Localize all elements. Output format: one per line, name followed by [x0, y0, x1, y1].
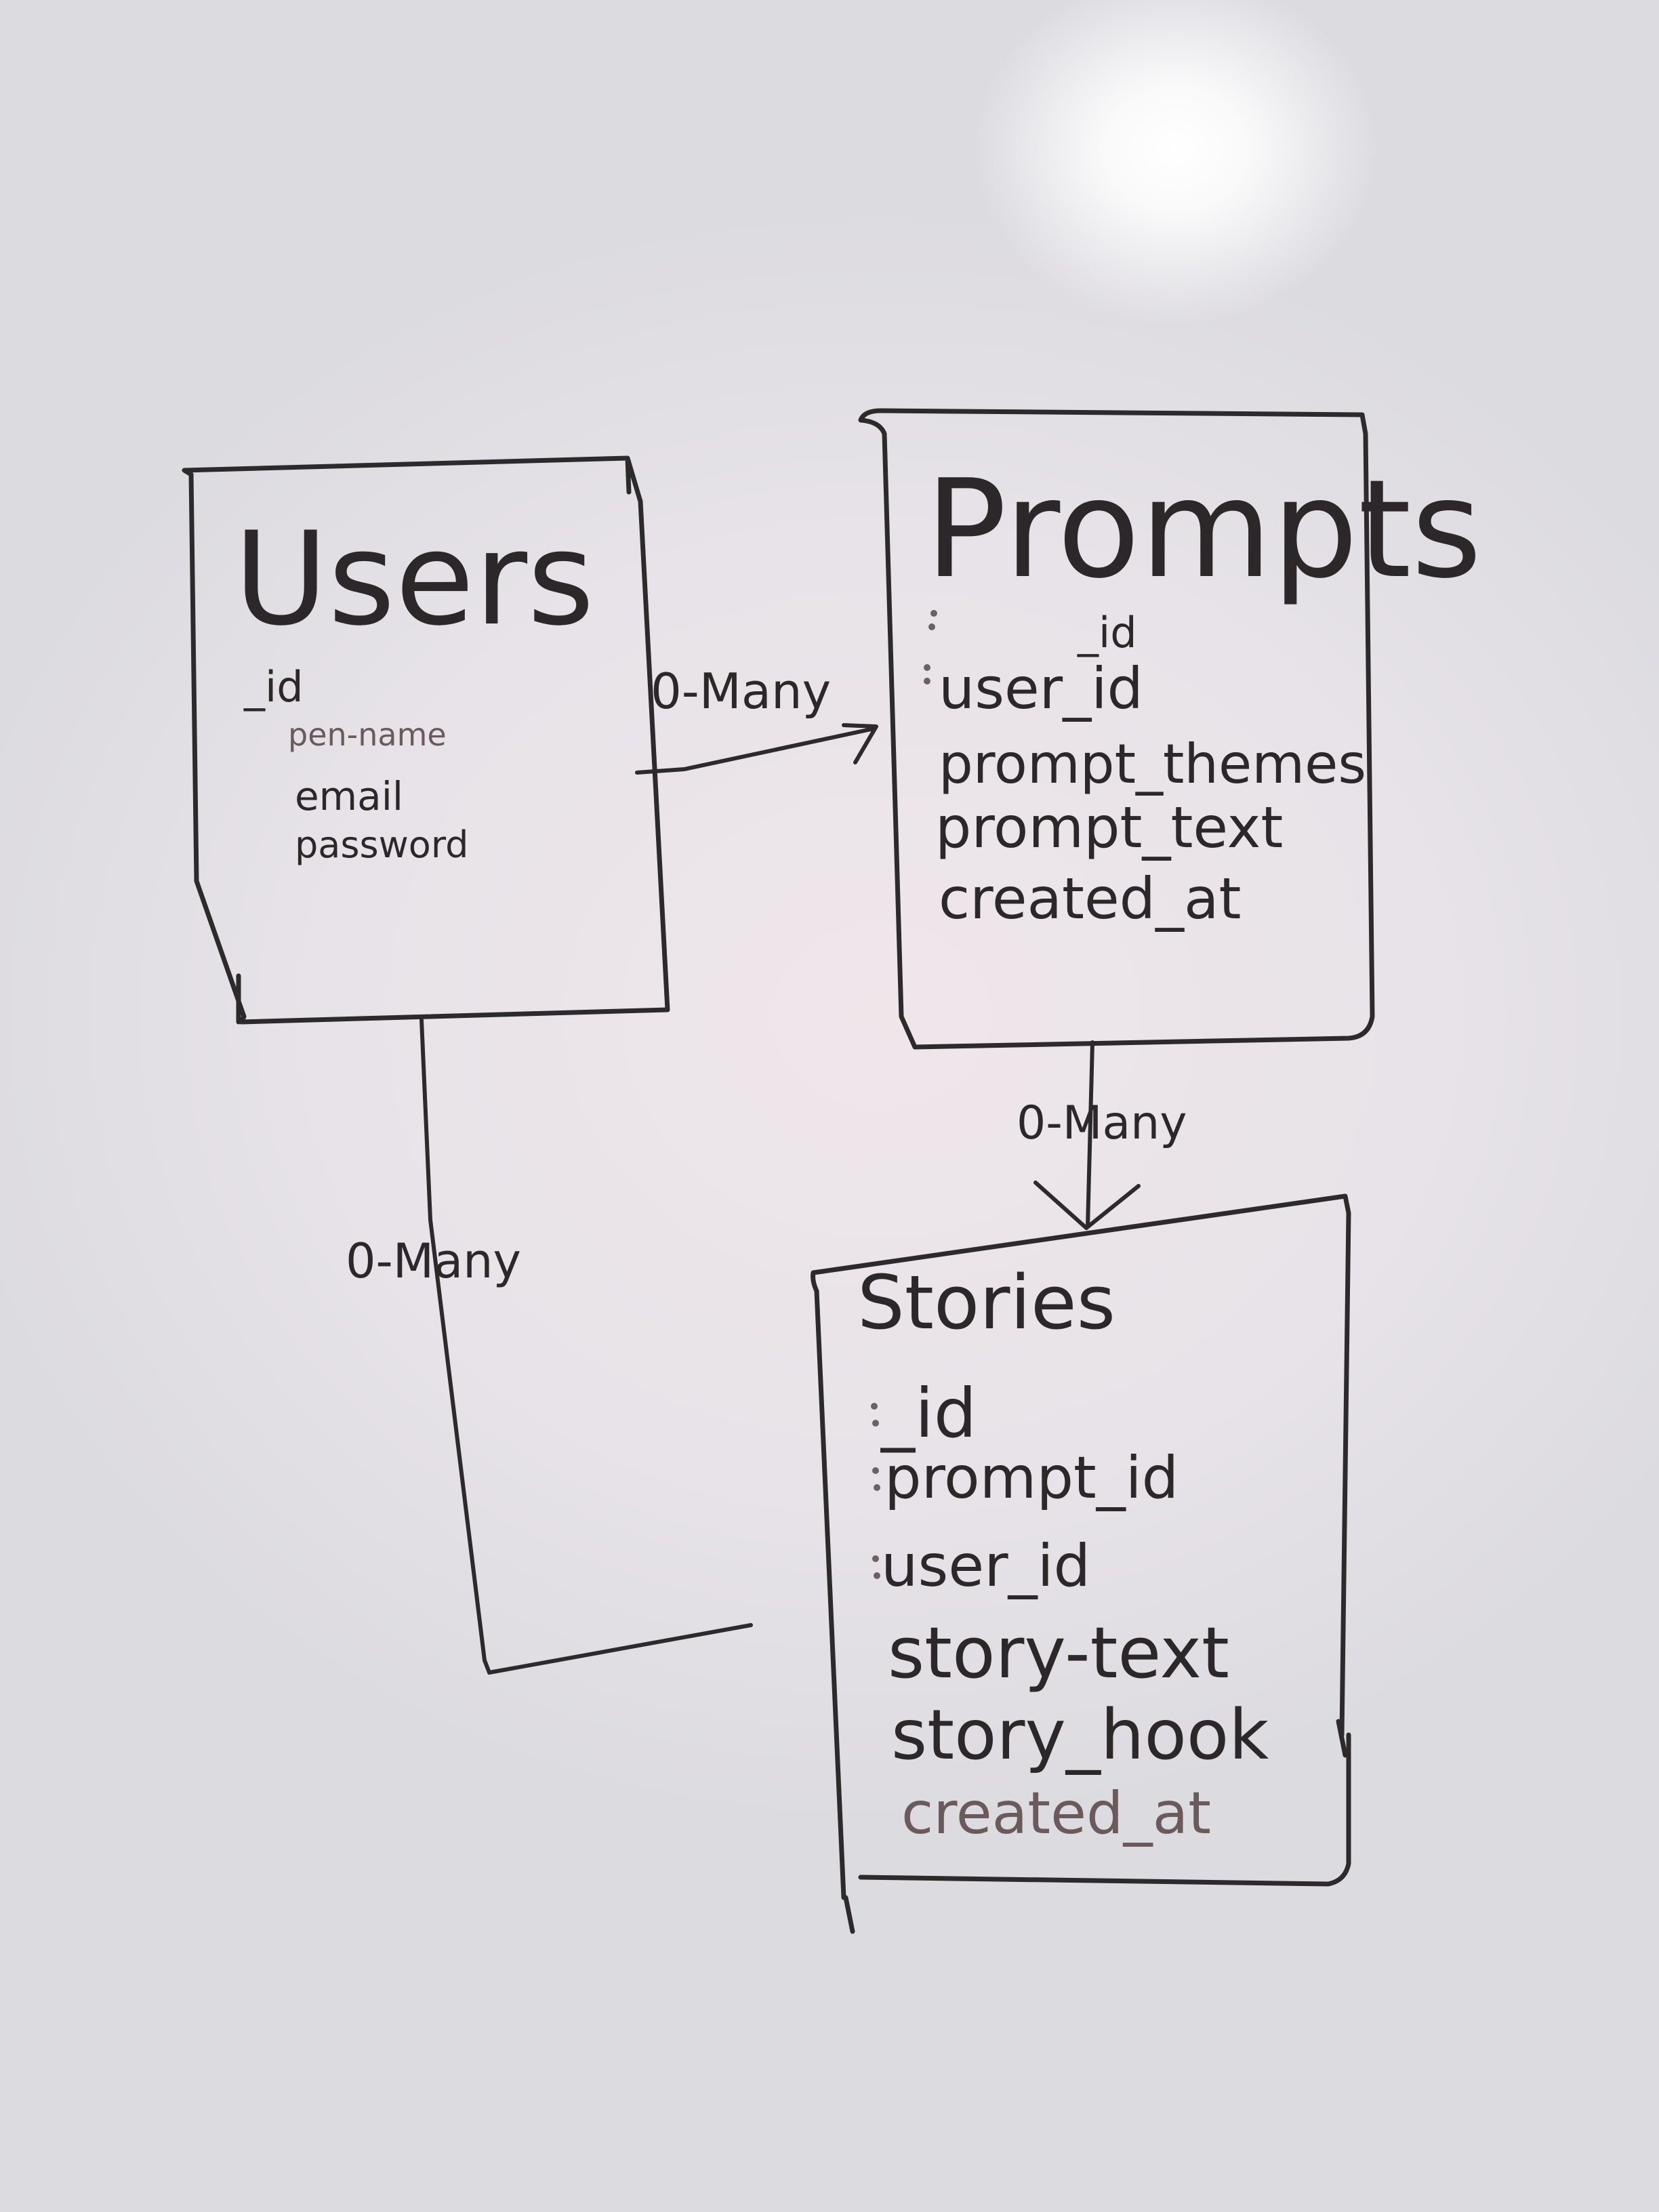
- users-field-pen-name: pen-name: [288, 716, 447, 753]
- stories-entity: Stories _id prompt_id user_id story-text…: [811, 1193, 1351, 1934]
- prompts-stories-label: 0-Many: [1017, 1097, 1187, 1150]
- users-prompts-connector: [635, 726, 876, 775]
- stories-field-user-id: user_id: [881, 1532, 1090, 1600]
- users-title: Users: [234, 504, 594, 654]
- relation-prompts-stories: 0-Many: [1017, 1040, 1187, 1230]
- users-stories-label: 0-Many: [346, 1233, 521, 1289]
- stories-title: Stories: [857, 1259, 1115, 1346]
- prompts-field-user-id: user_id: [939, 655, 1143, 722]
- prompts-stories-connector: [1086, 1040, 1094, 1229]
- prompts-box: [858, 408, 1375, 1050]
- prompts-field-created-at: created_at: [939, 865, 1241, 932]
- users-prompts-label: 0-Many: [651, 663, 831, 720]
- prompts-entity: Prompts _id user_id prompt_themes prompt…: [858, 408, 1482, 1050]
- stories-field-story-hook: story_hook: [891, 1695, 1269, 1776]
- users-prompts-arrowhead: [842, 723, 878, 764]
- prompts-stories-arrowhead: [1033, 1181, 1141, 1230]
- stories-field-prompt-id: prompt_id: [884, 1444, 1179, 1512]
- users-field-password: password: [295, 823, 468, 866]
- prompts-field-dots: [924, 610, 937, 684]
- stories-field-dots: [871, 1403, 880, 1579]
- stories-field-story-text: story-text: [888, 1612, 1229, 1694]
- prompts-title: Prompts: [925, 451, 1482, 609]
- stories-field-id: _id: [880, 1374, 977, 1453]
- users-field-id: _id: [243, 662, 304, 712]
- relation-users-prompts: 0-Many: [635, 663, 878, 775]
- stories-field-created-at: created_at: [901, 1780, 1211, 1847]
- prompts-field-prompt-text: prompt_text: [935, 794, 1283, 861]
- users-field-email: email: [295, 773, 403, 819]
- prompts-field-prompt-themes: prompt_themes: [939, 733, 1366, 796]
- users-stories-connector: [419, 1018, 753, 1675]
- users-box: [182, 455, 670, 1025]
- relation-users-stories: 0-Many: [346, 1018, 753, 1675]
- stories-box: [811, 1193, 1351, 1934]
- users-entity: Users _id pen-name email password: [182, 455, 670, 1025]
- prompts-field-id: _id: [1077, 608, 1137, 657]
